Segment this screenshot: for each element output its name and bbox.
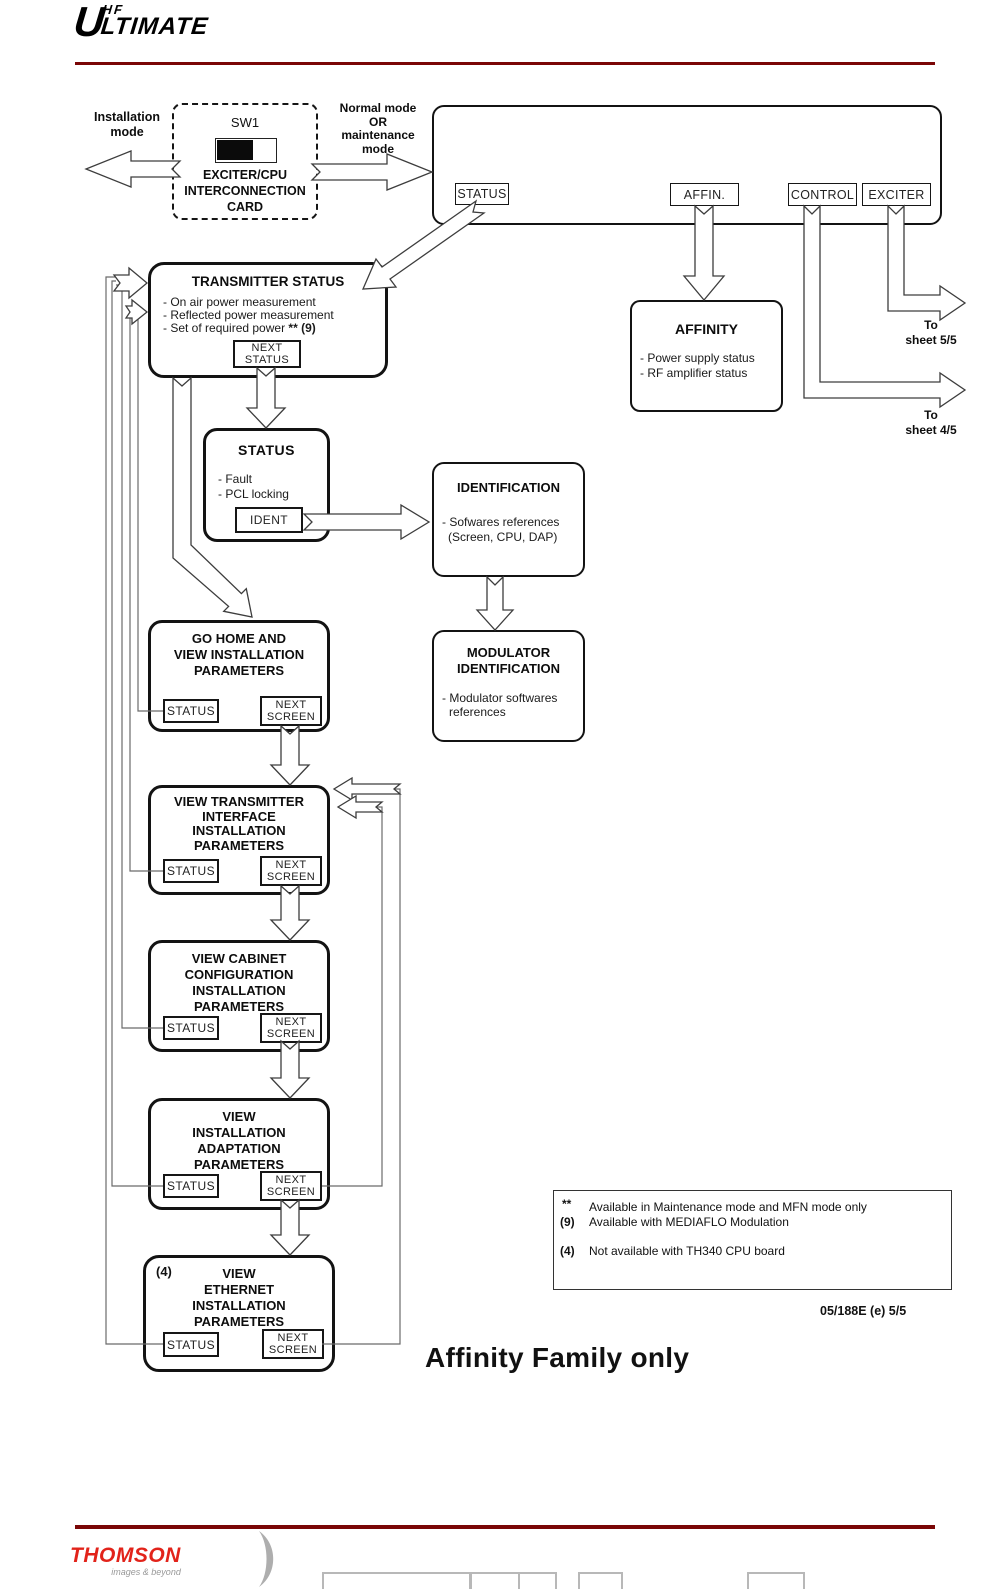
ts-item-1: - On air power measurement [163, 295, 316, 309]
panel-affin-button[interactable]: AFFIN. [670, 183, 739, 206]
modulator-identification-box: MODULATOR IDENTIFICATION - Modulator sof… [432, 630, 585, 742]
ts-item-3-text: - Set of required power [163, 321, 289, 335]
view-ethernet-next-screen-button[interactable]: NEXT SCREEN [262, 1329, 324, 1359]
go-home-next-screen-button[interactable]: NEXT SCREEN [260, 696, 322, 726]
legend-text-3: Not available with TH340 CPU board [589, 1244, 785, 1258]
ts-item-2: - Reflected power measurement [163, 308, 334, 322]
view-cabinet-title: VIEW CABINET CONFIGURATION INSTALLATION … [184, 951, 294, 1014]
thomson-tagline: images & beyond [111, 1567, 181, 1577]
ts-item-3: - Set of required power ** (9) [163, 322, 316, 335]
affinity-item-1: - Power supply status [640, 351, 755, 365]
modulator-item-1: - Modulator softwares [442, 691, 558, 705]
identification-title: IDENTIFICATION [456, 480, 561, 495]
status-item-1: - Fault [218, 472, 253, 486]
view-transmitter-status-button[interactable]: STATUS [163, 859, 219, 883]
status-title: STATUS [238, 442, 295, 458]
modulator-identification-title: MODULATOR IDENTIFICATION [456, 645, 561, 676]
thomson-swoosh-icon [259, 1531, 274, 1587]
title-block-cell [518, 1572, 557, 1589]
title-block-cell [747, 1572, 805, 1589]
next-status-button[interactable]: NEXT STATUS [233, 340, 301, 368]
installation-mode-label: Installation mode [94, 110, 160, 139]
sw1-switch-knob [217, 140, 253, 160]
go-home-status-button[interactable]: STATUS [163, 699, 219, 723]
view-adaptation-title: VIEW INSTALLATION ADAPTATION PARAMETERS [192, 1109, 286, 1172]
caption: Affinity Family only [425, 1342, 690, 1373]
ts-item-3-mark: ** (9) [288, 321, 316, 335]
footer-rule [75, 1525, 935, 1529]
transmitter-status-title: TRANSMITTER STATUS [191, 274, 345, 289]
title-block-cell [578, 1572, 623, 1589]
title-block-cell [470, 1572, 520, 1589]
identification-box: IDENTIFICATION - Sofwares references (Sc… [432, 462, 585, 577]
view-adaptation-status-button[interactable]: STATUS [163, 1174, 219, 1198]
thomson-logo: THOMSON images & beyond [70, 1544, 181, 1578]
go-home-title: GO HOME AND VIEW INSTALLATION PARAMETERS [173, 631, 305, 678]
legend-text-2: Available with MEDIAFLO Modulation [589, 1215, 789, 1229]
view-ethernet-title: VIEW ETHERNET INSTALLATION PARAMETERS [192, 1266, 286, 1329]
identification-item-1: - Sofwares references [442, 515, 560, 529]
view-cabinet-status-button[interactable]: STATUS [163, 1016, 219, 1040]
front-panel-box [432, 105, 942, 225]
affinity-item-2: - RF amplifier status [640, 366, 748, 380]
sw1-switch[interactable] [215, 138, 277, 163]
sw1-label: SW1 [230, 115, 260, 130]
view-transmitter-next-screen-button[interactable]: NEXT SCREEN [260, 856, 322, 886]
normal-mode-label: Normal mode OR maintenance mode [339, 101, 417, 156]
exciter-cpu-card-label: EXCITER/CPU INTERCONNECTION CARD [184, 168, 306, 214]
legend-text-1: Available in Maintenance mode and MFN mo… [589, 1200, 867, 1214]
legend-mark-2: (9) [560, 1215, 575, 1229]
legend-mark-1: ** [562, 1197, 572, 1211]
modulator-item-2: references [449, 705, 506, 719]
title-block-cell [322, 1572, 471, 1589]
panel-exciter-button[interactable]: EXCITER [862, 183, 931, 206]
ident-button[interactable]: IDENT [235, 507, 303, 533]
identification-item-2: (Screen, CPU, DAP) [448, 530, 558, 544]
panel-control-button[interactable]: CONTROL [788, 183, 857, 206]
to-sheet-5-label: To sheet 5/5 [905, 318, 957, 347]
view-ethernet-marker: (4) [156, 1264, 172, 1279]
view-ethernet-status-button[interactable]: STATUS [163, 1332, 219, 1357]
affinity-title: AFFINITY [675, 321, 738, 337]
thomson-wordmark: THOMSON [70, 1544, 181, 1567]
status-item-2: - PCL locking [218, 487, 289, 501]
affinity-box: AFFINITY - Power supply status - RF ampl… [630, 300, 783, 412]
header-rule [75, 62, 935, 65]
view-cabinet-next-screen-button[interactable]: NEXT SCREEN [260, 1013, 322, 1043]
logo-ltimate: LTIMATE [99, 13, 210, 40]
view-transmitter-interface-title: VIEW TRANSMITTER INTERFACE INSTALLATION … [174, 794, 304, 853]
view-adaptation-next-screen-button[interactable]: NEXT SCREEN [260, 1171, 322, 1201]
legend-mark-3: (4) [560, 1244, 575, 1258]
legend-box: ** Available in Maintenance mode and MFN… [553, 1190, 952, 1290]
panel-status-button[interactable]: STATUS [455, 183, 509, 205]
doc-reference: 05/188E (e) 5/5 [820, 1304, 907, 1318]
uhf-ultimate-logo: U HF LTIMATE [72, 0, 211, 45]
to-sheet-4-label: To sheet 4/5 [905, 408, 957, 437]
